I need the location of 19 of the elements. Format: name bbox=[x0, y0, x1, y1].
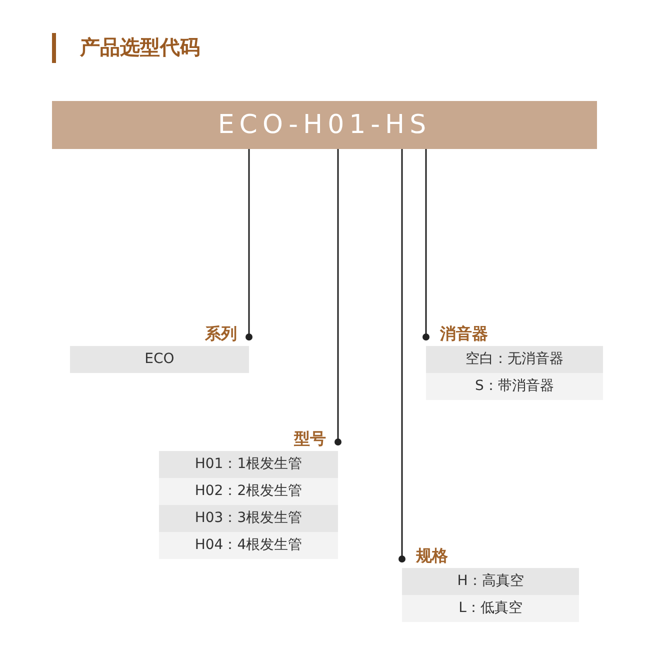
option-row: L：低真空 bbox=[402, 595, 579, 622]
option-row: H01：1根发生管 bbox=[159, 451, 338, 478]
group-heading: 系列 bbox=[205, 324, 237, 345]
group-heading: 消音器 bbox=[440, 324, 488, 345]
title: 产品选型代码 bbox=[80, 34, 200, 61]
connector-line bbox=[334, 149, 342, 446]
option-row: ECO bbox=[70, 346, 249, 373]
group-heading: 型号 bbox=[294, 429, 326, 450]
connector-line bbox=[246, 149, 252, 340]
option-row: 空白：无消音器 bbox=[426, 346, 603, 373]
group-heading: 规格 bbox=[416, 546, 448, 567]
option-row: H04：4根发生管 bbox=[159, 532, 338, 559]
option-row: S：带消音器 bbox=[426, 373, 603, 400]
connector-line bbox=[398, 149, 406, 562]
connector-line bbox=[422, 149, 430, 340]
option-row: H：高真空 bbox=[402, 568, 579, 595]
option-row: H03：3根发生管 bbox=[159, 505, 338, 532]
model-code-bar: ECO-H01-HS bbox=[52, 101, 597, 149]
option-row: H02：2根发生管 bbox=[159, 478, 338, 505]
